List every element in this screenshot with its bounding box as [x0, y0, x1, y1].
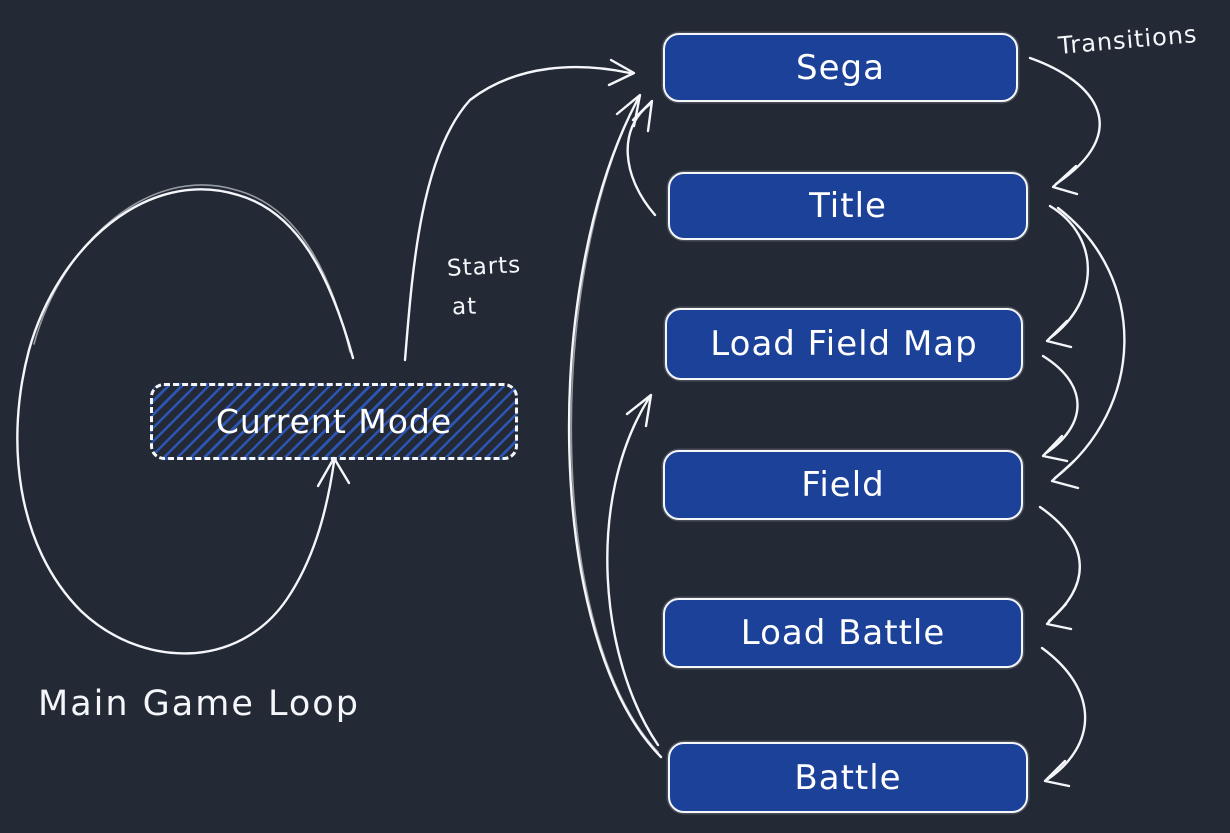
node-load-field-map[interactable]: Load Field Map [665, 308, 1023, 380]
edge-battle-to-loadfieldmap-arrowhead [625, 393, 653, 428]
edge-title-to-loadfieldmap [1048, 204, 1090, 340]
edge-title-to-field-arrowhead [1050, 459, 1080, 490]
edge-title-to-field [1053, 206, 1126, 480]
node-battle-label: Battle [794, 757, 902, 798]
main-game-loop-label: Main Game Loop [38, 684, 360, 724]
edge-loadfieldmap-to-field-arrowhead [1041, 434, 1069, 463]
edge-title-to-sega [626, 102, 657, 217]
edge-title-to-sega-arrowhead [631, 99, 654, 133]
edge-currentmode-to-sega [403, 65, 632, 362]
node-title[interactable]: Title [668, 172, 1028, 240]
node-field[interactable]: Field [663, 450, 1023, 520]
node-battle[interactable]: Battle [668, 742, 1028, 813]
main-game-loop-ellipse [16, 188, 355, 655]
starts-at-label-line1: Starts [446, 252, 522, 282]
main-game-loop-ellipse-sketch [33, 184, 351, 353]
edge-title-to-loadfieldmap-arrowhead [1045, 319, 1073, 349]
node-title-label: Title [809, 186, 887, 226]
current-mode-label: Current Mode [215, 402, 453, 441]
node-field-label: Field [801, 465, 885, 505]
edge-battle-to-sega-arrowhead [615, 93, 642, 128]
node-load-battle[interactable]: Load Battle [663, 598, 1023, 668]
edge-loadbattle-to-battle [1040, 646, 1087, 781]
edge-field-to-loadbattle-arrowhead [1045, 602, 1073, 631]
edge-field-to-loadbattle [1038, 505, 1081, 623]
node-load-field-map-label: Load Field Map [710, 324, 978, 364]
starts-at-label-line2: at [451, 293, 478, 321]
edge-sega-to-title [1028, 56, 1101, 186]
edge-loadfieldmap-to-field [1041, 354, 1079, 455]
edge-currentmode-to-sega-arrowhead [607, 58, 636, 87]
edge-loadbattle-to-battle-arrowhead [1043, 759, 1071, 788]
edge-battle-to-sega-sketch [570, 101, 659, 753]
edge-battle-to-sega [567, 95, 663, 759]
node-sega[interactable]: Sega [663, 33, 1018, 102]
current-mode-box[interactable]: Current Mode [150, 383, 518, 460]
edge-sega-to-title-arrowhead [1051, 164, 1079, 196]
node-load-battle-label: Load Battle [740, 613, 946, 653]
node-sega-label: Sega [796, 47, 885, 88]
edge-battle-to-loadfieldmap [606, 396, 660, 747]
